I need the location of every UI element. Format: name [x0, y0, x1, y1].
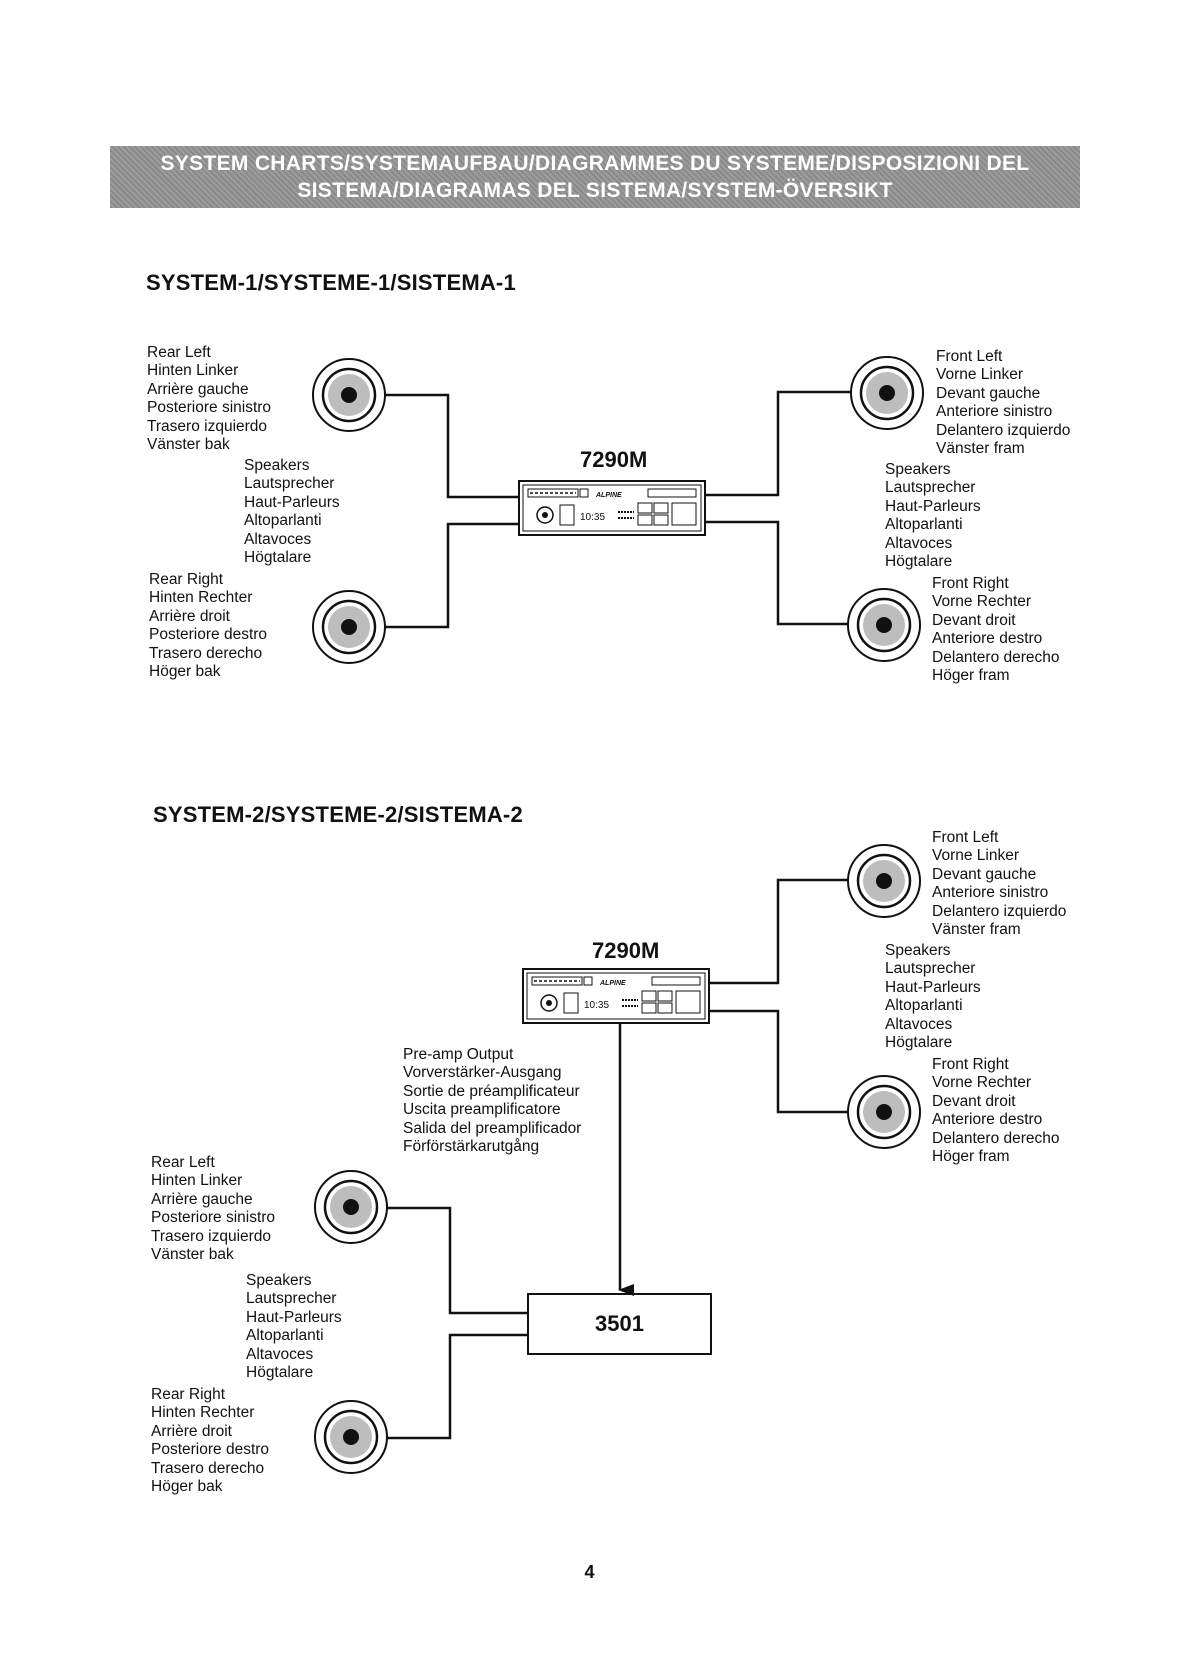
banner-line-1: SYSTEM CHARTS/SYSTEMAUFBAU/DIAGRAMMES DU…: [160, 152, 1030, 175]
wire-s2-front-right: [705, 1009, 852, 1114]
speaker-icon: [312, 590, 386, 664]
wire-s2-rear-left: [385, 1206, 527, 1315]
car-stereo-icon: ALPINE 10:35: [518, 480, 706, 536]
radio-brand: ALPINE: [595, 492, 622, 499]
speaker-icon: [850, 356, 924, 430]
header-banner: SYSTEM CHARTS/SYSTEMAUFBAU/DIAGRAMMES DU…: [110, 146, 1080, 208]
wire-s1-rear-left: [383, 393, 521, 499]
speaker-icon: [847, 844, 921, 918]
speaker-icon: [314, 1170, 388, 1244]
system2-title: SYSTEM-2/SYSTEME-2/SISTEMA-2: [153, 802, 523, 827]
wire-s2-front-left: [705, 878, 852, 985]
banner-line-2: SISTEMA/DIAGRAMAS DEL SISTEMA/SYSTEM-ÖVE…: [297, 179, 893, 202]
wire-s1-front-right: [705, 520, 852, 626]
amplifier-model: 3501: [595, 1311, 644, 1336]
speaker-icon: [314, 1400, 388, 1474]
speaker-icon: [847, 1075, 921, 1149]
speaker-icon: [312, 358, 386, 432]
radio-clock: 10:35: [580, 512, 605, 523]
wire-s2-rear-right: [385, 1333, 527, 1440]
speaker-icon: [847, 588, 921, 662]
wire-s1-front-left: [705, 390, 855, 497]
system1-head-unit-model: 7290M: [580, 447, 648, 472]
wire-s1-rear-right: [383, 522, 521, 629]
radio-clock: 10:35: [584, 1000, 609, 1011]
page-number: 4: [584, 1562, 595, 1582]
car-stereo-icon: ALPINE 10:35: [522, 968, 710, 1024]
system2-head-unit-model: 7290M: [592, 938, 660, 963]
radio-brand: ALPINE: [599, 980, 626, 987]
system1-title: SYSTEM-1/SYSTEME-1/SISTEMA-1: [146, 270, 516, 295]
